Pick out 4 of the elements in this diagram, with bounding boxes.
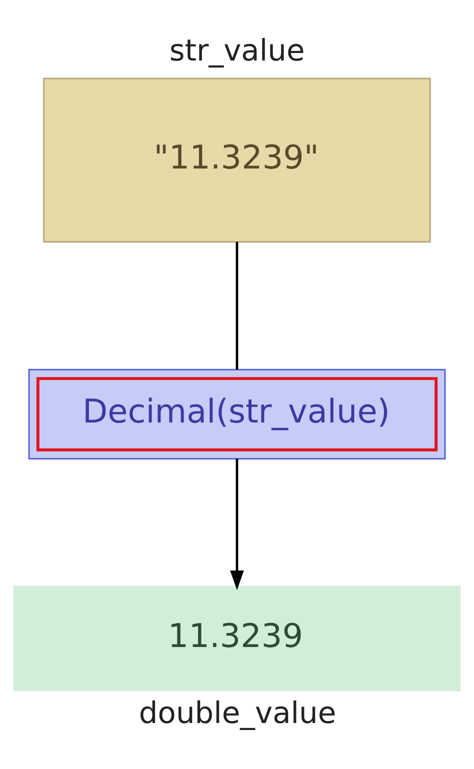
arrow [230, 458, 244, 590]
node-label: double_value [138, 696, 336, 732]
connector [236, 242, 238, 370]
node-label: str_value [169, 34, 305, 69]
